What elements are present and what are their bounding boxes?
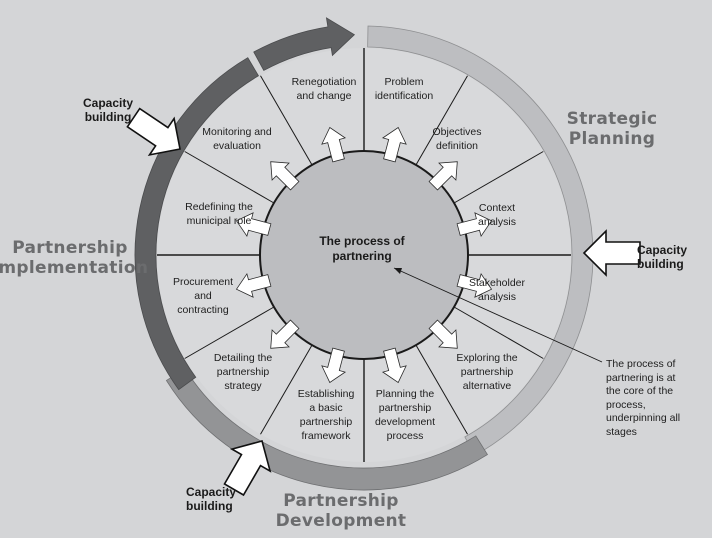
phase-arrow-renegotiation bbox=[253, 17, 356, 71]
phase-label-strategic-planning: Strategic Planning bbox=[567, 109, 658, 149]
core-annotation-note: The process of partnering is at the core… bbox=[606, 358, 680, 439]
segment-divider bbox=[415, 75, 468, 166]
stage-label-line: Stakeholder bbox=[468, 277, 526, 289]
stage-label: Context analysis bbox=[478, 201, 516, 229]
stage-label: Renegotiation and change bbox=[292, 75, 357, 103]
stage-label-line: analysis bbox=[478, 216, 516, 228]
annotation-line: underpinning all bbox=[606, 412, 681, 424]
stage-label-line: Objectives bbox=[432, 126, 482, 138]
stage-label-line: development bbox=[374, 416, 436, 428]
stage-label-line: Exploring the bbox=[456, 352, 518, 364]
segment-divider bbox=[184, 151, 275, 204]
phase-label-line: Planning bbox=[568, 129, 656, 149]
phase-label-line: Development bbox=[275, 511, 407, 531]
stage-label-line: definition bbox=[435, 140, 479, 152]
capacity-building-label-right: Capacity building bbox=[637, 243, 687, 271]
stage-label-line: strategy bbox=[224, 380, 262, 392]
outward-arrow-icon bbox=[235, 272, 272, 298]
stage-label-line: Procurement bbox=[172, 276, 234, 288]
annotation-line: process, bbox=[606, 398, 646, 411]
stage-label-line: alternative bbox=[462, 380, 512, 392]
stage-label-line: identification bbox=[374, 90, 434, 102]
outward-arrow-icon bbox=[235, 212, 272, 238]
outward-arrow-icon bbox=[321, 126, 347, 163]
center-title: The process of partnering bbox=[319, 234, 404, 264]
annotation-pointer-line bbox=[393, 267, 603, 363]
capacity-building-label-top-left: Capacity building bbox=[83, 96, 133, 124]
capacity-building-arrow-icon bbox=[582, 229, 641, 277]
stage-label: Procurement and contracting bbox=[173, 275, 233, 317]
annotation-pointer-arrowhead-icon bbox=[394, 268, 402, 274]
phase-label-line: Partnership bbox=[283, 491, 399, 511]
capacity-building-arrow-icon bbox=[223, 440, 272, 497]
center-title-line: The process of bbox=[319, 234, 405, 248]
center-title-line: partnering bbox=[332, 249, 392, 263]
phase-label-line: Implementation bbox=[0, 258, 149, 278]
phase-label-partnership-development: Partnership Development bbox=[276, 491, 407, 531]
stage-label: Planning the partnership development proces… bbox=[375, 387, 435, 443]
stage-label-line: partnership bbox=[378, 402, 432, 414]
stage-label-line: analysis bbox=[478, 291, 516, 303]
stage-label: Monitoring and evaluation bbox=[202, 125, 271, 153]
stage-label-line: evaluation bbox=[213, 140, 261, 152]
stage-label: Detailing the partnership strategy bbox=[214, 351, 272, 393]
stage-label-line: Context bbox=[478, 202, 516, 214]
capacity-label-line: Capacity bbox=[186, 485, 237, 499]
stage-label: Stakeholder analysis bbox=[469, 276, 525, 304]
stage-label-line: municipal role bbox=[186, 215, 252, 227]
annotation-line: The process of bbox=[606, 358, 676, 370]
outward-arrow-icon bbox=[428, 161, 458, 191]
capacity-label-line: building bbox=[186, 499, 233, 513]
stage-label-line: Planning the bbox=[375, 388, 435, 400]
stage-label-line: Problem bbox=[384, 76, 424, 88]
capacity-label-line: Capacity bbox=[637, 243, 688, 257]
phase-label-line: Strategic bbox=[566, 109, 658, 129]
stage-label-line: and change bbox=[296, 90, 352, 102]
outward-arrow-icon bbox=[270, 319, 300, 349]
outward-arrow-icon bbox=[270, 161, 300, 191]
stage-label: Establishing a basic partnership framework bbox=[298, 387, 355, 443]
annotation-line: stages bbox=[606, 425, 637, 438]
stage-label-line: partnership bbox=[460, 366, 514, 378]
annotation-line: partnering is at bbox=[606, 371, 676, 384]
capacity-building-arrow-icon bbox=[126, 107, 181, 157]
stage-label-line: contracting bbox=[177, 304, 229, 316]
stage-label-line: framework bbox=[301, 430, 351, 442]
segment-divider bbox=[260, 75, 313, 166]
segment-divider bbox=[453, 151, 544, 204]
phase-label-partnership-implementation: Partnership Implementation bbox=[0, 238, 148, 278]
segment-divider bbox=[453, 306, 544, 359]
outward-arrow-icon bbox=[381, 347, 407, 384]
stage-label-line: and bbox=[194, 290, 212, 302]
stage-label-line: Redefining the bbox=[185, 201, 253, 213]
outward-arrow-icon bbox=[381, 126, 407, 163]
stage-label: Problem identification bbox=[375, 75, 433, 103]
outward-arrow-icon bbox=[321, 347, 347, 384]
stage-label: Objectives definition bbox=[432, 125, 481, 153]
stage-label-line: Detailing the bbox=[213, 352, 273, 364]
stage-label-line: process bbox=[386, 430, 424, 442]
capacity-label-line: building bbox=[637, 257, 684, 271]
capacity-label-line: Capacity bbox=[83, 96, 134, 110]
annotation-line: the core of the bbox=[606, 385, 674, 397]
stage-label-line: Renegotiation bbox=[291, 76, 357, 88]
phase-label-line: Partnership bbox=[12, 238, 128, 258]
stage-label-line: partnership bbox=[216, 366, 270, 378]
stage-label-line: Establishing bbox=[297, 388, 355, 400]
stage-label-line: a basic bbox=[309, 402, 343, 414]
segment-divider bbox=[260, 344, 313, 435]
segment-divider bbox=[184, 306, 275, 359]
stage-label-line: Monitoring and bbox=[202, 126, 272, 138]
outward-arrow-icon bbox=[456, 212, 493, 238]
outward-arrow-icon bbox=[456, 272, 493, 298]
stage-label-line: partnership bbox=[299, 416, 353, 428]
outward-arrow-icon bbox=[428, 319, 458, 349]
stage-label: Redefining the municipal role bbox=[185, 200, 253, 228]
capacity-label-line: building bbox=[84, 110, 132, 124]
stage-label: Exploring the partnership alternative bbox=[456, 351, 517, 393]
capacity-building-label-bottom-left: Capacity building bbox=[186, 485, 236, 513]
segment-divider bbox=[415, 344, 468, 435]
